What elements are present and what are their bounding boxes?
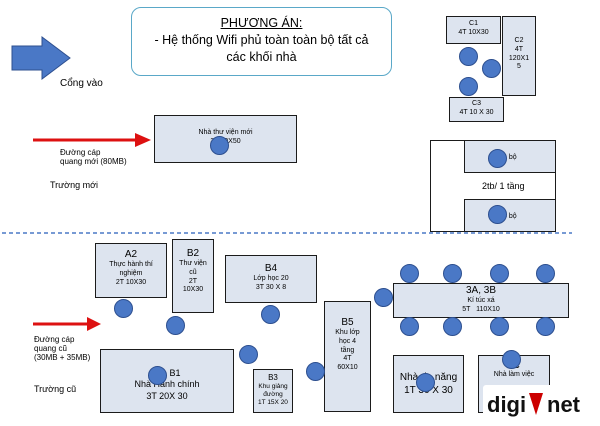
wifi-access-point-icon: [306, 362, 325, 381]
wifi-access-point-icon: [166, 316, 185, 335]
old-cable-arrow-icon: [33, 317, 101, 331]
wifi-access-point-icon: [210, 136, 229, 155]
svg-text:net: net: [547, 392, 581, 417]
wifi-access-point-icon: [490, 264, 509, 283]
wifi-access-point-icon: [459, 77, 478, 96]
campus-divider: [2, 232, 572, 234]
wifi-access-point-icon: [488, 205, 507, 224]
building-3a-3b: 3A, 3B Kí túc xá 5T 110X10: [393, 283, 569, 318]
building-a1-b1: A1, B1 Nhà Hành chính 3T 20X 30: [100, 349, 234, 413]
wifi-access-point-icon: [443, 264, 462, 283]
building-b2: B2 Thư viện cũ 2T 10X30: [172, 239, 214, 313]
wifi-access-point-icon: [114, 299, 133, 318]
digivinet-logo-icon: digi net: [483, 385, 595, 421]
new-cable-label: Đường cáp quang mới (80MB): [60, 148, 127, 167]
wifi-access-point-icon: [261, 305, 280, 324]
wifi-access-point-icon: [490, 317, 509, 336]
title-line-2: các khối nhà: [226, 49, 297, 64]
building-b4: B4 Lớp học 20 3T 30 X 8: [225, 255, 317, 303]
wifi-access-point-icon: [400, 317, 419, 336]
old-cable-label: Đường cáp quang cũ (30MB + 35MB): [34, 335, 91, 363]
wifi-access-point-icon: [148, 366, 167, 385]
wifi-access-point-icon: [482, 59, 501, 78]
new-dorm-middle-label: 2tb/ 1 tầng: [482, 181, 525, 191]
building-b3: B3 Khu giảng đường 1T 15X 20: [253, 369, 293, 413]
building-c1: C1 4T 10X30: [446, 16, 501, 44]
new-dorm-wing-top: 4 bộ: [464, 140, 556, 173]
building-b5: B5 Khu lớp học 4 tầng 4T 60X10: [324, 301, 371, 412]
new-cable-arrow-icon: [33, 133, 151, 147]
wifi-access-point-icon: [488, 149, 507, 168]
wifi-access-point-icon: [416, 373, 435, 392]
wifi-access-point-icon: [400, 264, 419, 283]
building-c3: C3 4T 10 X 30: [449, 97, 504, 122]
wifi-access-point-icon: [374, 288, 393, 307]
new-dorm-wing-bottom: 4 bộ: [464, 199, 556, 232]
entrance-label: Cổng vào: [60, 78, 103, 89]
building-c2: C2 4T 120X1 5: [502, 16, 536, 96]
old-campus-label: Trường cũ: [34, 384, 77, 394]
digivinet-logo: digi net: [483, 385, 595, 421]
title-line-1: - Hệ thống Wifi phủ toàn toàn bộ tất cả: [154, 32, 369, 47]
entrance-arrow-icon: [11, 36, 71, 80]
wifi-access-point-icon: [443, 317, 462, 336]
wifi-access-point-icon: [239, 345, 258, 364]
wifi-access-point-icon: [536, 317, 555, 336]
wifi-access-point-icon: [536, 264, 555, 283]
title-heading: PHƯƠNG ÁN:: [220, 16, 303, 30]
building-a2: A2 Thực hành thí nghiệm 2T 10X30: [95, 243, 167, 298]
svg-text:digi: digi: [487, 392, 526, 417]
wifi-access-point-icon: [502, 350, 521, 369]
new-campus-label: Trường mới: [50, 180, 98, 190]
wifi-access-point-icon: [459, 47, 478, 66]
title-box: PHƯƠNG ÁN: - Hệ thống Wifi phủ toàn toàn…: [131, 7, 392, 76]
